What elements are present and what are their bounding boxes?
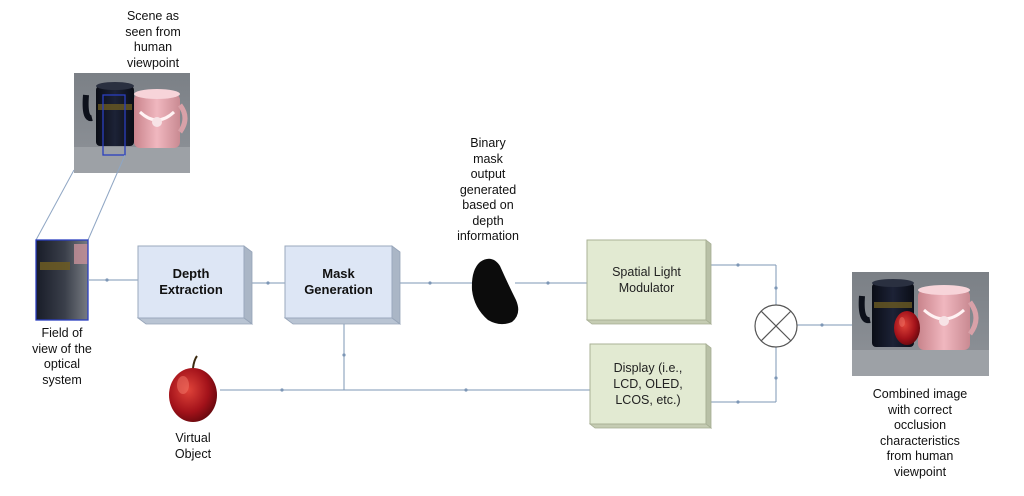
field-of-view-label: Field of view of the optical system bbox=[32, 326, 92, 387]
virtual-object-label: Virtual Object bbox=[174, 431, 212, 461]
spatial-light-modulator-box bbox=[585, 239, 713, 325]
depth-extraction-label: Depth Extraction bbox=[159, 266, 223, 297]
depth-extraction-box bbox=[136, 245, 254, 325]
field-of-view-photo bbox=[35, 239, 89, 321]
combiner-circle-x-icon bbox=[754, 304, 798, 348]
connector-arrowheads bbox=[105, 263, 824, 404]
display-label: Display (i.e., LCD, OLED, LCOS, etc.) bbox=[613, 361, 683, 407]
binary-mask-label: Binary mask output generated based on de… bbox=[457, 136, 519, 243]
combined-image-photo bbox=[852, 272, 989, 376]
mask-generation-box bbox=[283, 245, 402, 325]
display-box bbox=[588, 343, 713, 429]
scene-photo bbox=[74, 73, 190, 173]
scene-label: Scene as seen from human viewpoint bbox=[125, 9, 181, 70]
spatial-light-modulator-label: Spatial Light Modulator bbox=[612, 265, 681, 295]
combined-image-label: Combined image with correct occlusion ch… bbox=[872, 387, 968, 479]
binary-mask-shape bbox=[471, 258, 519, 325]
fov-projection-lines bbox=[35, 154, 126, 241]
virtual-apple-image bbox=[169, 355, 217, 422]
mask-generation-label: Mask Generation bbox=[304, 266, 373, 297]
